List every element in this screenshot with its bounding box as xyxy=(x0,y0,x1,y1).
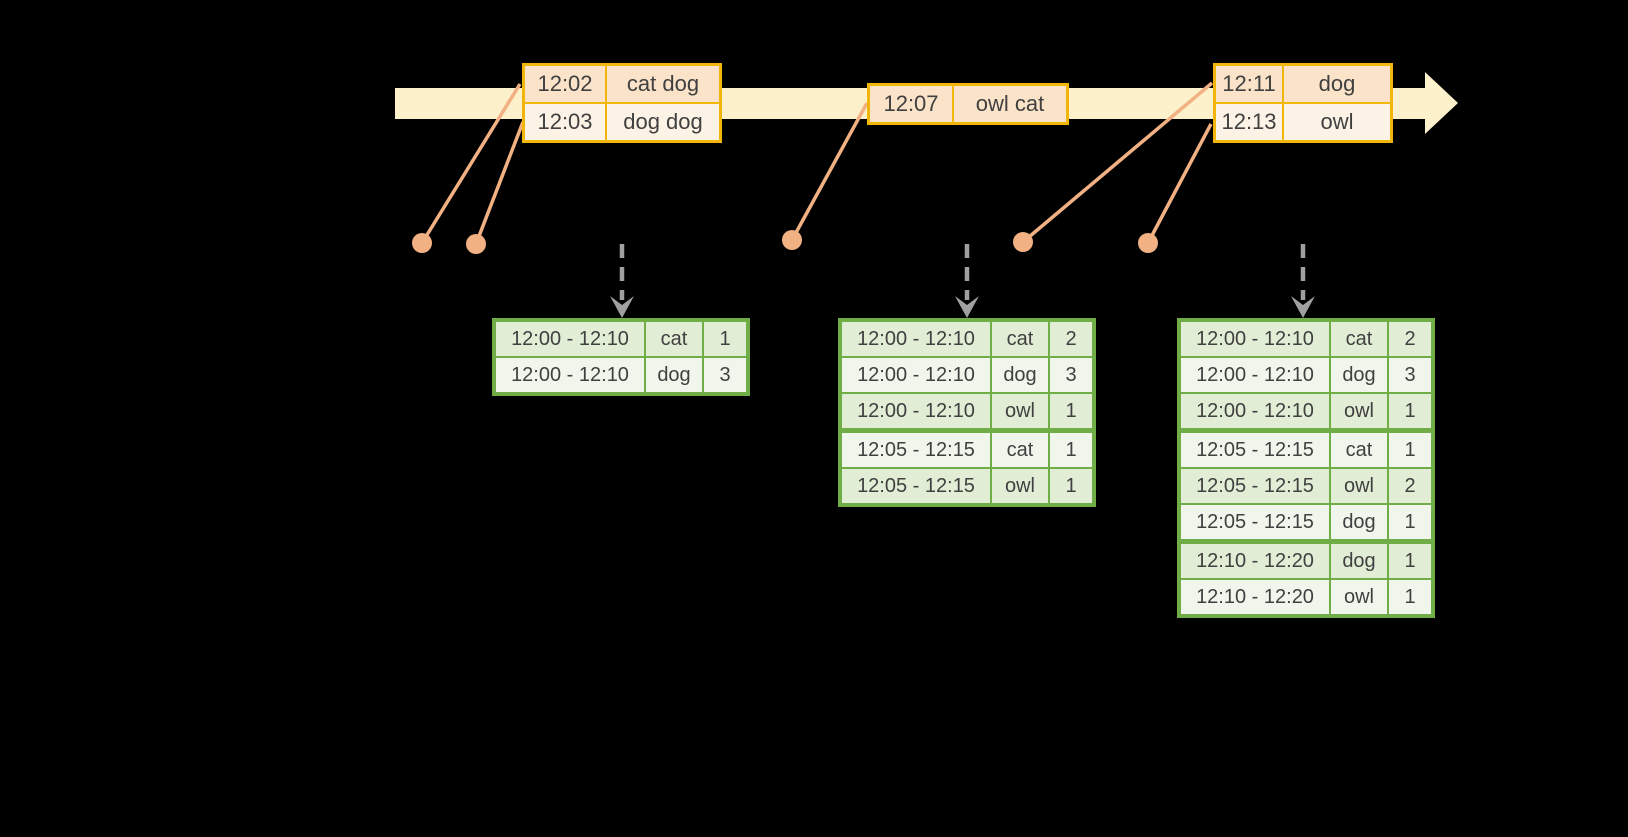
timeline-arrowhead-icon xyxy=(1425,72,1458,134)
event-dot xyxy=(1138,233,1158,253)
table-cell: owl xyxy=(990,392,1050,432)
table-cell: 12:05 - 12:15 xyxy=(839,428,992,469)
event-dot xyxy=(466,234,486,254)
event-connector-line xyxy=(420,83,522,244)
table-cell: 12:05 - 12:15 xyxy=(1178,503,1331,543)
table-cell: 12:02 xyxy=(522,63,607,104)
event-connector-line xyxy=(1021,81,1214,244)
table-cell: 1 xyxy=(1048,467,1095,506)
table-cell: 12:05 - 12:15 xyxy=(1178,467,1331,505)
event-dot xyxy=(782,230,802,250)
trigger-arrowhead-icon xyxy=(1291,296,1315,318)
table-cell: 12:10 - 12:20 xyxy=(1178,578,1331,617)
table-cell: 3 xyxy=(702,356,749,395)
table-cell: owl xyxy=(1282,102,1393,143)
table-cell: dog xyxy=(1329,503,1389,543)
table-cell: 1 xyxy=(1387,578,1434,617)
trigger-arrowhead-icon xyxy=(955,296,979,318)
table-cell: 12:00 - 12:10 xyxy=(839,319,992,358)
table-cell: cat xyxy=(990,428,1050,469)
table-cell: dog xyxy=(1282,63,1393,104)
event-connector-line xyxy=(1146,123,1213,244)
table-cell: dog xyxy=(644,356,704,395)
table-cell: 12:00 - 12:10 xyxy=(1178,319,1331,358)
table-cell: 12:00 - 12:10 xyxy=(493,356,646,395)
table-cell: 1 xyxy=(1387,428,1434,469)
table-cell: 1 xyxy=(702,319,749,358)
table-cell: cat xyxy=(1329,319,1389,358)
table-cell: 1 xyxy=(1387,539,1434,580)
table-cell: 1 xyxy=(1048,428,1095,469)
table-cell: dog dog xyxy=(605,102,722,143)
table-cell: 12:05 - 12:15 xyxy=(839,467,992,506)
table-cell: 12:00 - 12:10 xyxy=(493,319,646,358)
table-cell: 3 xyxy=(1048,356,1095,394)
table-cell: 12:05 - 12:15 xyxy=(1178,428,1331,469)
table-cell: dog xyxy=(990,356,1050,394)
table-cell: cat dog xyxy=(605,63,722,104)
table-cell: 12:10 - 12:20 xyxy=(1178,539,1331,580)
table-cell: 12:03 xyxy=(522,102,607,143)
table-cell: 12:13 xyxy=(1213,102,1284,143)
table-cell: cat xyxy=(644,319,704,358)
trigger-arrowhead-icon xyxy=(610,296,634,318)
table-cell: owl xyxy=(990,467,1050,506)
table-cell: 3 xyxy=(1387,356,1434,394)
table-cell: 1 xyxy=(1048,392,1095,432)
table-cell: owl cat xyxy=(952,83,1069,125)
table-cell: dog xyxy=(1329,539,1389,580)
table-cell: dog xyxy=(1329,356,1389,394)
table-cell: owl xyxy=(1329,578,1389,617)
table-cell: 12:07 xyxy=(867,83,954,125)
event-dot xyxy=(1013,232,1033,252)
table-cell: cat xyxy=(1329,428,1389,469)
event-dot xyxy=(412,233,432,253)
table-cell: owl xyxy=(1329,467,1389,505)
table-cell: 2 xyxy=(1387,319,1434,358)
table-cell: 2 xyxy=(1048,319,1095,358)
table-cell: cat xyxy=(990,319,1050,358)
table-cell: 2 xyxy=(1387,467,1434,505)
event-connector-line xyxy=(790,102,869,241)
table-cell: 12:00 - 12:10 xyxy=(839,356,992,394)
table-cell: owl xyxy=(1329,392,1389,432)
event-connector-line xyxy=(474,121,525,245)
table-cell: 12:00 - 12:10 xyxy=(1178,356,1331,394)
table-cell: 12:00 - 12:10 xyxy=(1178,392,1331,432)
table-cell: 12:11 xyxy=(1213,63,1284,104)
table-cell: 1 xyxy=(1387,392,1434,432)
table-cell: 1 xyxy=(1387,503,1434,543)
table-cell: 12:00 - 12:10 xyxy=(839,392,992,432)
